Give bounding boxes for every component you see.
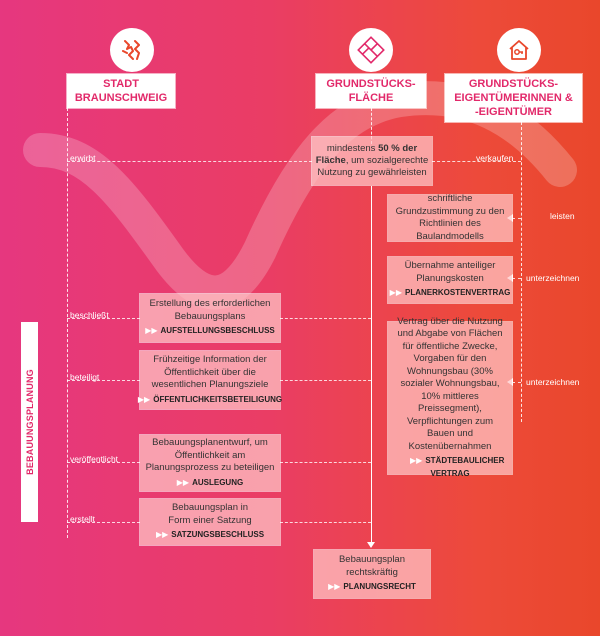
box-grundzustimmung: schriftliche Grundzustimmung zu den Rich… [388,193,512,242]
box-satzungsbeschluss: Bebauungsplan in Form einer Satzung ▶▶SA… [140,499,280,545]
label-beteiligt: beteiligt [70,372,100,382]
oeffentlichkeit-text: Frühzeitige Information der Öffentlichke… [151,354,269,390]
staedtebau-text: Vertrag über die Nutzung und Abgabe von … [397,315,503,452]
land-lane-line [371,108,372,144]
label-erwirbt: erwirbt [70,153,96,163]
tag-planerkostenvertrag: ▶▶PLANERKOSTENVERTRAG [389,288,511,298]
label-erstellt: erstellt [70,514,96,524]
label-veroeffentlicht: veröffentlicht [70,454,119,464]
label-leisten: leisten [550,211,575,221]
city-step-4-link [280,522,371,523]
aufstellung-text: Erstellung des erforderlichen Bebauungsp… [149,298,271,322]
center-flow-line [371,186,372,544]
city-step-2-connector [67,380,140,381]
land-acquisition-text: mindestens 50 % der Fläche, um sozialger… [315,143,429,178]
actor-land: GRUNDSTÜCKS- FLÄCHE [316,74,426,108]
tag-satzungsbeschluss: ▶▶SATZUNGSBESCHLUSS [155,530,265,540]
side-label-bebauungsplanung: BEBAUUNGSPLANUNG [21,322,38,522]
arrow-down-final [367,542,375,548]
label-unterzeichnen-2: unterzeichnen [526,377,580,387]
box-planerkostenvertrag: Übernahme anteiliger Planungskosten ▶▶PL… [388,257,512,303]
satzung-text: Bebauungsplan in Form einer Satzung [168,502,252,526]
city-step-3-connector [67,462,140,463]
city-step-3-link [280,462,371,463]
owner-lane-line [521,122,522,422]
city-step-1-connector [67,318,140,319]
owner-step-1-connector [512,218,521,219]
city-step-1-link [280,318,371,319]
land-parcel-icon [349,28,393,72]
label-beschliesst: beschließt [70,310,109,320]
box-auslegung: Bebauungsplanentwurf, um Öffentlichkeit … [140,435,280,491]
city-lane-line [67,108,68,538]
box-oeffentlichkeitsbeteiligung: Frühzeitige Information der Öffentlichke… [137,351,283,409]
actor-owners: GRUNDSTÜCKS- EIGENTÜMERINNEN & -EIGENTÜM… [445,74,582,122]
box-planungsrecht: Bebauungsplan rechtskräftig ▶▶PLANUNGSRE… [314,550,430,598]
house-key-icon [497,28,541,72]
city-coat-of-arms-icon [110,28,154,72]
label-verkaufen: verkaufen [476,153,514,163]
tag-planungsrecht: ▶▶PLANUNGSRECHT [328,582,416,592]
city-step-2-link [280,380,371,381]
sell-connector [432,161,521,162]
box-aufstellungsbeschluss: Erstellung des erforderlichen Bebauungsp… [140,294,280,342]
owner-step-2-connector [512,278,521,279]
actor-city: STADT BRAUNSCHWEIG [67,74,175,108]
tag-staedtebaulicher-vertrag: ▶▶STÄDTEBAULICHER VERTRAG [410,456,505,478]
planerkosten-text: Übernahme anteiliger Planungskosten [404,260,496,284]
city-step-4-connector [67,522,140,523]
box-staedtebaulicher-vertrag: Vertrag über die Nutzung und Abgabe von … [388,316,512,478]
tag-aufstellungsbeschluss: ▶▶AUFSTELLUNGSBESCHLUSS [145,326,275,336]
owner-step-3-connector [512,382,521,383]
grundzustimmung-text: schriftliche Grundzustimmung zu den Rich… [395,193,505,242]
box-land-acquisition: mindestens 50 % der Fläche, um sozialger… [312,137,432,185]
planungsrecht-text: Bebauungsplan rechtskräftig [338,554,406,578]
acquire-connector [67,161,312,162]
tag-oeffentlichkeitsbeteiligung: ▶▶ÖFFENTLICHKEITSBETEILIGUNG [137,394,283,404]
tag-auslegung: ▶▶AUSLEGUNG [176,477,244,487]
label-unterzeichnen-1: unterzeichnen [526,273,580,283]
auslegung-text: Bebauungsplanentwurf, um Öffentlichkeit … [145,437,275,473]
